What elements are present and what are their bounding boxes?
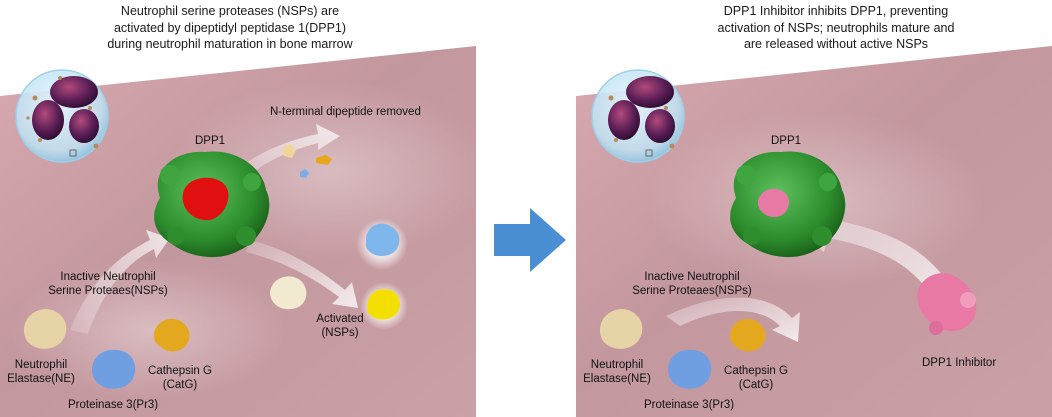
activation-arrow xyxy=(246,240,358,308)
catg-label-line-2: (CatG) xyxy=(162,379,198,391)
bound-inhibitor xyxy=(757,188,789,218)
ne-label: Neutrophil Elastase(NE) xyxy=(578,358,656,386)
right-caption-line-3: are released without active NSPs xyxy=(743,37,929,51)
dpp1-protein-icon xyxy=(154,151,270,258)
inactive-label-line-1: Inactive Neutrophil xyxy=(60,271,156,283)
catg-label-line-1: Cathepsin G xyxy=(148,365,212,377)
right-caption-line-2: activation of NSPs; neutrophils mature a… xyxy=(717,20,955,35)
catg-label-line-1: Cathepsin G xyxy=(724,365,788,377)
dipeptide-fragments-icon xyxy=(282,144,332,178)
left-caption-line-2: activated by dipeptidyl peptidase 1(DPP1… xyxy=(113,20,347,35)
ne-label-line-2: Elastase(NE) xyxy=(583,373,651,385)
ne-protein-icon xyxy=(24,309,67,349)
inactive-nsps-label: Inactive Neutrophil Serine Proteaes(NSPs… xyxy=(632,270,752,298)
activated-label-line-2: (NSPs) xyxy=(321,327,359,339)
left-caption: Neutrophil serine proteases (NSPs) are a… xyxy=(80,3,380,53)
ne-label-line-1: Neutrophil xyxy=(590,359,644,371)
inhibitor-label: DPP1 Inhibitor xyxy=(922,357,997,369)
pr3-protein-icon xyxy=(668,349,712,389)
dpp1-inhibitor-icon xyxy=(917,273,977,335)
activated-nsps-icon xyxy=(270,218,408,330)
dpp1-label: DPP1 xyxy=(771,135,802,147)
inactive-label-line-2: Serine Proteaes(NSPs) xyxy=(632,285,752,297)
left-caption-line-1: Neutrophil serine proteases (NSPs) are xyxy=(120,4,340,18)
left-panel: Neutrophil serine proteases (NSPs) are a… xyxy=(0,0,476,417)
inactive-nsps-label: Inactive Neutrophil Serine Proteaes(NSPs… xyxy=(48,270,168,298)
pr3-label: Proteinase 3(Pr3) xyxy=(68,399,159,411)
dpp1-protein-icon xyxy=(730,151,846,258)
ne-label-line-2: Elastase(NE) xyxy=(7,373,75,385)
pr3-label: Proteinase 3(Pr3) xyxy=(644,399,735,411)
left-caption-line-3: during neutrophil maturation in bone mar… xyxy=(107,37,353,51)
neutrophil-cell-icon xyxy=(15,69,109,163)
ne-label-line-1: Neutrophil xyxy=(14,359,68,371)
neutrophil-cell-icon xyxy=(591,69,685,163)
dpp1-label: DPP1 xyxy=(195,135,226,147)
catg-protein-icon xyxy=(153,318,190,352)
ne-protein-icon xyxy=(600,309,643,349)
dpp1-active-site xyxy=(182,177,229,221)
inactive-label-line-2: Serine Proteaes(NSPs) xyxy=(48,285,168,297)
right-caption: DPP1 Inhibitor inhibits DPP1, preventing… xyxy=(676,3,996,53)
catg-protein-icon xyxy=(729,318,766,352)
catg-label: Cathepsin G (CatG) xyxy=(716,364,796,392)
transition-arrow-icon xyxy=(494,208,566,272)
blocked-activation-arrow xyxy=(666,297,800,342)
catg-label-line-2: (CatG) xyxy=(738,379,774,391)
pr3-protein-icon xyxy=(92,349,136,389)
dipeptide-label: N-terminal dipeptide removed xyxy=(270,106,421,118)
right-illustration xyxy=(576,46,1052,417)
catg-label: Cathepsin G (CatG) xyxy=(140,364,220,392)
right-caption-line-1: DPP1 Inhibitor inhibits DPP1, preventing xyxy=(723,4,949,18)
inactive-label-line-1: Inactive Neutrophil xyxy=(644,271,740,283)
ne-label: Neutrophil Elastase(NE) xyxy=(2,358,80,386)
activated-label: Activated (NSPs) xyxy=(300,312,380,340)
activated-label-line-1: Activated xyxy=(316,313,364,325)
left-illustration xyxy=(0,46,476,417)
right-panel: DPP1 Inhibitor inhibits DPP1, preventing… xyxy=(576,0,1052,417)
inactive-to-dpp1-arrow xyxy=(70,230,170,334)
